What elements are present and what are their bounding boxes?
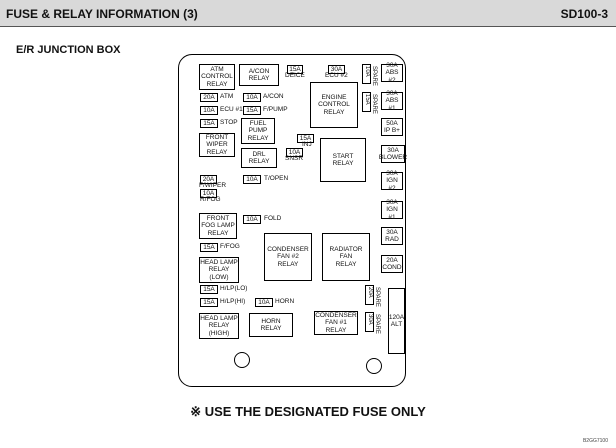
- fuse-atm-label: ATM: [220, 93, 234, 100]
- fusible-link-ign2: 30A IGN #2: [381, 170, 403, 192]
- mounting-hole-right: [366, 358, 382, 374]
- drl-relay: DRL RELAY: [241, 148, 277, 168]
- fuse-ecu1-label: ECU #1: [220, 106, 243, 113]
- head-lamp-relay-low: HEAD LAMP RELAY (LOW): [199, 257, 239, 283]
- fuse-rfog-label: R/FOG: [200, 196, 221, 203]
- fuse-inj-rating: 15A: [297, 134, 314, 143]
- spare-10a-rating: 10A: [364, 66, 370, 77]
- page-title: FUSE & RELAY INFORMATION (3): [6, 7, 198, 21]
- engine-control-relay: ENGINE CONTROL RELAY: [310, 82, 358, 128]
- spare-fuse-20a: [365, 285, 374, 305]
- fuse-fold-label: FOLD: [264, 215, 282, 222]
- fuse-inj-label: INJ: [302, 141, 312, 148]
- fuse-horn-rating: 10A: [255, 298, 273, 307]
- horn-relay: HORN RELAY: [249, 313, 293, 337]
- acon-relay: A/CON RELAY: [239, 64, 279, 86]
- spare-fuse-15a: [362, 92, 371, 112]
- fuse-horn-label: HORN: [275, 298, 295, 305]
- fuse-ecu2-label: ECU #2: [325, 72, 348, 79]
- fuse-ffog-label: F/FOG: [220, 243, 240, 250]
- fusible-link-blower: 30A BLOWER: [378, 145, 408, 163]
- fuse-atm-rating: 20A: [200, 93, 218, 102]
- fuse-stop-rating: 15A: [200, 119, 218, 128]
- fuse-topen-label: T/OPEN: [264, 175, 289, 182]
- fusible-link-rad: 30A RAD: [381, 227, 403, 245]
- fusible-link-ipb: 50A IP B+: [381, 118, 403, 136]
- header-rule: [0, 26, 616, 27]
- condenser-fan-1-relay: CONDENSER FAN #1 RELAY: [314, 311, 358, 335]
- fuse-fwiper-rating: 20A: [200, 175, 217, 184]
- fuse-acon-rating: 10A: [243, 93, 261, 102]
- front-wiper-relay: FRONT WIPER RELAY: [199, 133, 235, 157]
- fusible-link-abs1: 30A ABS #1: [381, 90, 403, 112]
- fuse-acon-label: A/CON: [263, 93, 284, 100]
- fuse-deice-rating: 15A: [287, 65, 303, 74]
- fuse-rfog-rating: 10A: [200, 189, 217, 198]
- fuse-ecu1-rating: 10A: [200, 106, 218, 115]
- fusible-link-abs2: 30A ABS #2: [381, 62, 403, 84]
- fusible-link-cond: 20A COND: [381, 255, 403, 273]
- front-fog-lamp-relay: FRONT FOG LAMP RELAY: [199, 213, 237, 239]
- section-title: E/R JUNCTION BOX: [16, 44, 121, 56]
- fuse-hlplo-label: H/LP(LO): [220, 285, 248, 292]
- spare-30a-rating: 30A: [367, 314, 373, 325]
- spare-20a-label: SPARE: [374, 287, 380, 307]
- junction-box-outline: [178, 54, 406, 387]
- spare-fuse-30a: [365, 312, 374, 332]
- fuse-snsr-rating: 10A: [286, 148, 303, 157]
- fuse-fpump-rating: 15A: [243, 106, 261, 115]
- spare-30a-label: SPARE: [374, 314, 380, 334]
- spare-20a-rating: 20A: [367, 287, 373, 298]
- fuse-hlphi-rating: 15A: [200, 298, 218, 307]
- spare-15a-rating: 15A: [364, 94, 370, 105]
- fuse-topen-rating: 10A: [243, 175, 261, 184]
- fuse-fold-rating: 10A: [243, 215, 261, 224]
- head-lamp-relay-high: HEAD LAMP RELAY (HIGH): [199, 313, 239, 339]
- fusible-link-ign1: 30A IGN #1: [381, 199, 403, 221]
- page-code: SD100-3: [560, 7, 608, 21]
- fuse-ffog-rating: 15A: [200, 243, 218, 252]
- fuse-deice-label: DEICE: [285, 72, 305, 79]
- fuse-ecu2-rating: 30A: [328, 65, 345, 74]
- radiator-fan-relay: RADIATOR FAN RELAY: [322, 233, 370, 281]
- start-relay: START RELAY: [320, 138, 366, 182]
- fuse-snsr-label: SNSR: [285, 155, 304, 162]
- spare-15a-label: SPARE: [371, 94, 377, 114]
- spare-fuse-10a: [362, 64, 371, 84]
- condenser-fan-2-relay: CONDENSER FAN #2 RELAY: [264, 233, 312, 281]
- fuse-fpump-label: F/PUMP: [263, 106, 288, 113]
- fuse-hlphi-label: H/LP(HI): [220, 298, 246, 305]
- page-header: FUSE & RELAY INFORMATION (3) SD100-3: [0, 0, 616, 26]
- spare-10a-label: SPARE: [371, 66, 377, 86]
- figure-code: B2GG7100: [582, 438, 608, 444]
- designated-fuse-note: ※ USE THE DESIGNATED FUSE ONLY: [190, 404, 426, 419]
- fuse-hlplo-rating: 15A: [200, 285, 218, 294]
- fusible-link-alt: 120A ALT: [388, 288, 405, 354]
- atm-control-relay: ATM CONTROL RELAY: [199, 64, 235, 90]
- fuse-stop-label: STOP: [220, 119, 238, 126]
- fuse-fwiper-label: F/WIPER: [199, 182, 227, 189]
- fuel-pump-relay: FUEL PUMP RELAY: [241, 118, 275, 144]
- mounting-hole-left: [234, 352, 250, 368]
